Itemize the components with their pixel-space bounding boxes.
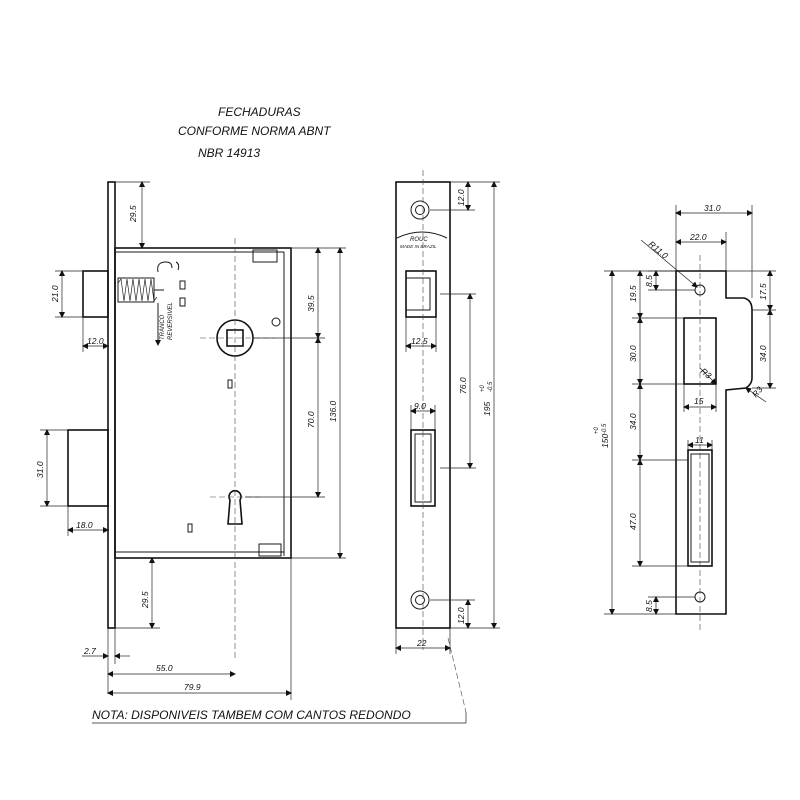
title-line-1: FECHADURAS xyxy=(218,105,301,119)
label-reversivel: REVERSIVEL xyxy=(168,302,174,340)
dim-overall-height: 195 xyxy=(482,402,492,416)
dim-bolt-height: 31.0 xyxy=(35,461,45,478)
dim-top-screw: 12.0 xyxy=(456,189,466,206)
dim-strike-tol-plus: +0 xyxy=(594,426,600,434)
dim-hole-offset-top: 8.5 xyxy=(644,275,654,287)
dim-backset: 55.0 xyxy=(156,663,173,673)
dim-lip-span: 34.0 xyxy=(758,345,768,362)
note-text: NOTA: DISPONIVEIS TAMBEM COM CANTOS REDO… xyxy=(92,708,411,722)
made-in-label: MADE IN BRAZIL xyxy=(400,244,437,249)
dim-bolt-opening: 47.0 xyxy=(628,513,638,530)
lock-side-dimensions: 29.5 21.0 12.0 31.0 18.0 29.5 2.7 55.0 xyxy=(35,181,346,700)
dim-hole-offset-bottom: 8.5 xyxy=(644,600,654,612)
dim-center-distance: 70.0 xyxy=(306,411,316,428)
dim-lip-height: 17.5 xyxy=(758,283,768,300)
dim-overall-tol-minus: -0.5 xyxy=(488,381,494,392)
front-latch xyxy=(405,270,437,318)
top-screw-outer xyxy=(410,200,430,220)
lock-case xyxy=(114,247,292,559)
dim-strike-height: 150 xyxy=(600,434,610,448)
dead-bolt xyxy=(67,429,109,507)
dim-bottom-offset: 29.5 xyxy=(140,591,150,609)
dim-case-height: 136.0 xyxy=(328,400,338,422)
front-view-dimensions: 12.0 12.5 76.0 195 +0 -0.5 9.0 12.0 22 xyxy=(395,181,500,654)
dim-gap: 34.0 xyxy=(628,413,638,430)
brand-logo: ROUC xyxy=(410,237,428,243)
dim-latch-width: 12.5 xyxy=(411,336,428,346)
dim-bottom-screw: 12.0 xyxy=(456,607,466,624)
latch-bolt xyxy=(82,270,109,318)
lock-side-view: TRANCO REVERSIVEL xyxy=(67,181,292,660)
reverse-symbol-icon xyxy=(157,261,180,273)
strike-plate-dimensions: 31.0 22.0 R11.0 8.5 19.5 17.5 30.0 34.0 … xyxy=(594,203,776,615)
dim-faceplate-thickness: 2.7 xyxy=(83,646,96,656)
dim-latch-depth: 12.0 xyxy=(87,336,104,346)
dim-strike-inner-width: 22.0 xyxy=(689,232,707,242)
dim-radius-right: R3 xyxy=(750,384,765,399)
strike-plate-view xyxy=(675,255,753,630)
label-tranco: TRANCO xyxy=(160,314,166,340)
dim-bolt-width: 9.0 xyxy=(414,401,426,411)
dim-plate-width: 22 xyxy=(416,638,427,648)
case-clip-bottom xyxy=(258,543,282,557)
dim-strike-width: 31.0 xyxy=(704,203,721,213)
drawing-title: FECHADURAS CONFORME NORMA ABNT NBR 14913 xyxy=(178,105,332,160)
bottom-screw-inner xyxy=(415,595,425,605)
top-screw-inner xyxy=(415,205,425,215)
dim-case-depth: 79.9 xyxy=(184,682,201,692)
dim-overall-tol-plus: +0 xyxy=(480,384,486,392)
faceplate xyxy=(107,181,116,629)
title-line-2: CONFORME NORMA ABNT xyxy=(178,124,332,138)
case-clip-top xyxy=(252,249,278,263)
latch-spring xyxy=(117,278,158,302)
dim-latch-height: 21.0 xyxy=(50,285,60,303)
keyhole-icon xyxy=(227,489,243,525)
dim-strike-tol-minus: -0.5 xyxy=(602,423,608,434)
dim-front-center-distance: 76.0 xyxy=(458,377,468,394)
dim-upper-offset: 19.5 xyxy=(628,285,638,302)
screw-hole-case xyxy=(271,317,281,327)
dim-latch-opening-width: 15 xyxy=(694,396,704,406)
dim-bolt-opening-width: 11 xyxy=(695,435,704,445)
dim-bolt-depth: 18.0 xyxy=(76,520,93,530)
drawing-note: NOTA: DISPONIVEIS TAMBEM COM CANTOS REDO… xyxy=(92,637,467,724)
title-line-3: NBR 14913 xyxy=(198,146,260,160)
dim-top-offset: 29.5 xyxy=(128,205,138,223)
bottom-screw-outer xyxy=(410,590,430,610)
dim-latch-opening: 30.0 xyxy=(628,345,638,362)
dim-radius-top: R11.0 xyxy=(647,239,671,261)
dim-spindle-offset: 39.5 xyxy=(306,295,316,312)
dim-radius-mid: R3 xyxy=(699,366,714,381)
